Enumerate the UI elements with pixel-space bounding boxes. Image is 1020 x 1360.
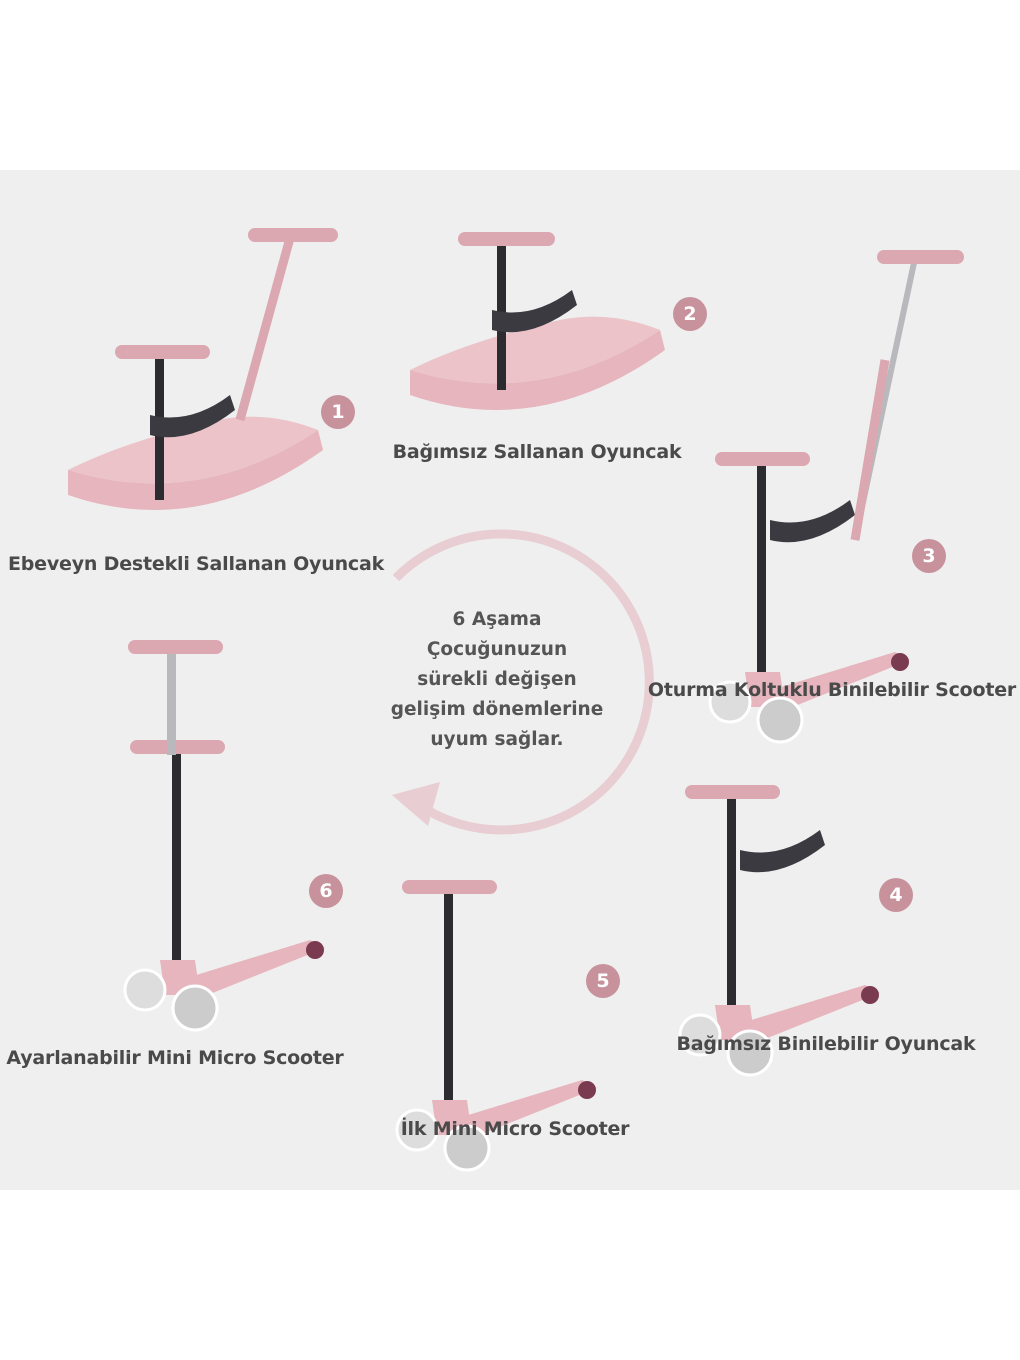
stage-3-illustration [708, 250, 964, 744]
stage-label-6: Ayarlanabilir Mini Micro Scooter [6, 1047, 344, 1069]
stage-label-3: Oturma Koltuklu Binilebilir Scooter [647, 679, 1017, 701]
stage-6-illustration [123, 640, 327, 1032]
cycle-arrow [392, 529, 654, 835]
stage-badge-1: 1 [321, 395, 355, 429]
stage-badge-2: 2 [673, 297, 707, 331]
center-line: 6 Aşama [452, 609, 542, 630]
center-line: sürekli değişen [417, 669, 577, 690]
center-line: gelişim dönemlerine [390, 699, 604, 720]
center-description: 6 Aşama Çocuğunuzun sürekli değişen geli… [391, 605, 604, 755]
center-line: Çocuğunuzun [426, 639, 568, 660]
stage-1-illustration [68, 228, 338, 510]
stage-badge-3: 3 [912, 539, 946, 573]
stage-4-illustration [678, 783, 882, 1077]
stage-badge-4: 4 [879, 878, 913, 912]
stage-label-2: Bağımsız Sallanan Oyuncak [392, 441, 682, 463]
stage-label-1: Ebeveyn Destekli Sallanan Oyuncak [7, 553, 385, 575]
stage-badge-6: 6 [309, 874, 343, 908]
stage-label-5: İlk Mini Micro Scooter [400, 1118, 630, 1140]
stage-2-illustration [410, 232, 665, 410]
stage-badge-5: 5 [586, 964, 620, 998]
center-line: uyum sağlar. [430, 729, 564, 750]
stage-label-4: Bağımsız Binilebilir Oyuncak [676, 1033, 976, 1055]
